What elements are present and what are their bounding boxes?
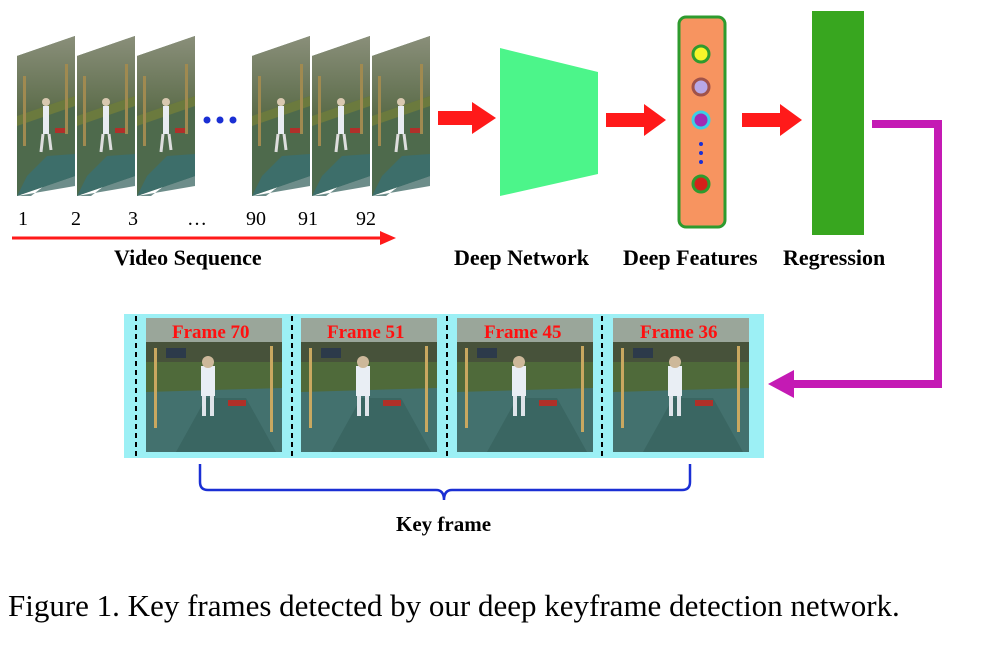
frame-number-ellipsis: …	[187, 208, 207, 230]
key-frame-label: Key frame	[396, 512, 492, 536]
frame-number-3: 3	[128, 208, 138, 230]
key-frame-strip	[124, 314, 764, 458]
frame-number-1: 1	[18, 208, 28, 230]
frame-number-2: 2	[71, 208, 81, 230]
deep-features-label: Deep Features	[623, 245, 758, 270]
video-frame-91	[310, 34, 372, 198]
key-frame-label-4: Frame 36	[640, 322, 718, 343]
figure-caption: Figure 1. Key frames detected by our dee…	[8, 588, 900, 623]
feature-node-purple	[691, 110, 711, 130]
frame-number-92: 92	[356, 208, 376, 230]
sequence-ellipsis-dots	[203, 116, 237, 124]
key-frame-label-2: Frame 51	[327, 322, 405, 343]
video-frame-90	[250, 34, 312, 198]
key-frame-label-3: Frame 45	[484, 322, 562, 343]
video-frame-3	[135, 34, 197, 198]
frame-number-90: 90	[246, 208, 266, 230]
video-sequence-label: Video Sequence	[114, 245, 262, 270]
video-frame-1	[15, 34, 77, 198]
feature-node-lavender	[691, 77, 711, 97]
feature-node-yellow	[691, 44, 711, 64]
regression-block	[812, 11, 864, 235]
deep-network-block	[500, 48, 598, 196]
arrow-to-features	[606, 104, 666, 136]
regression-label: Regression	[783, 245, 886, 270]
feedback-arrow	[768, 120, 942, 398]
arrow-to-network	[438, 102, 496, 134]
deep-features-block	[677, 15, 727, 229]
arrow-to-regression	[742, 104, 802, 136]
video-frame-2	[75, 34, 137, 198]
key-frame-brace	[198, 464, 692, 501]
feature-node-red	[691, 174, 711, 194]
key-frame-label-1: Frame 70	[172, 322, 250, 343]
frame-number-91: 91	[298, 208, 318, 230]
deep-network-label: Deep Network	[454, 245, 590, 270]
figure-diagram	[12, 11, 942, 501]
timeline-arrow	[12, 231, 396, 245]
video-frame-92	[370, 34, 432, 198]
